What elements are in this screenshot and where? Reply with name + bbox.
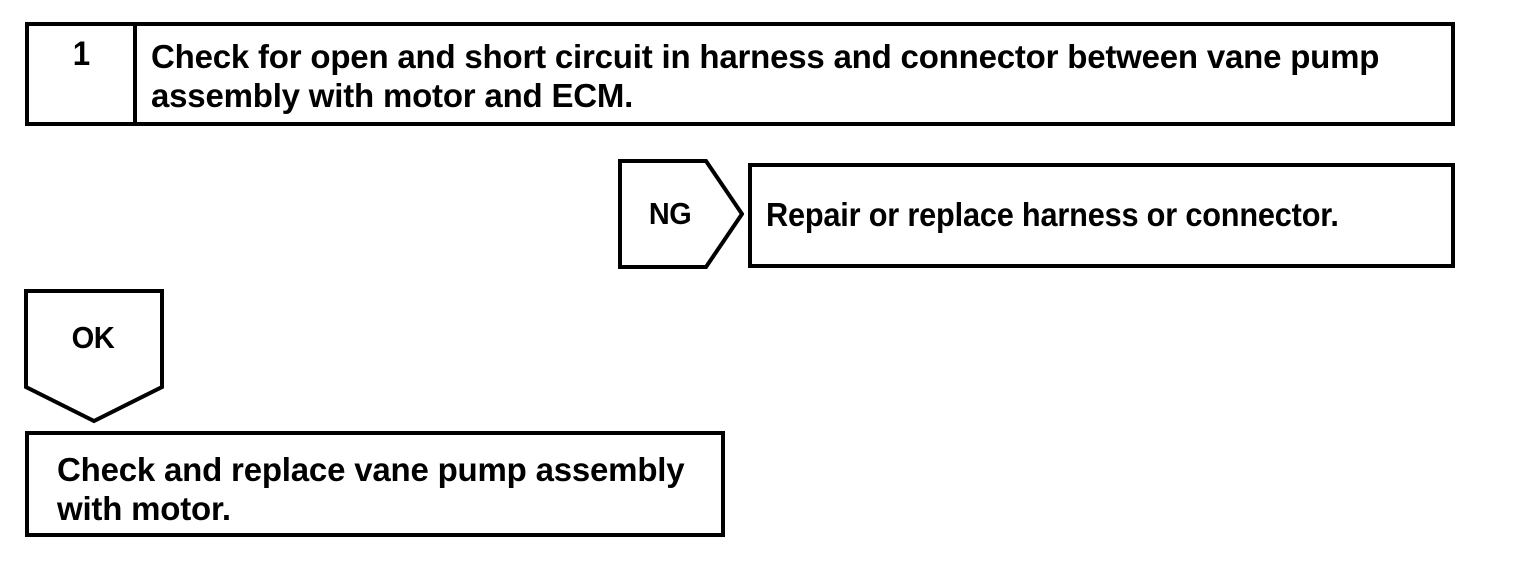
repair-outcome-box: Repair or replace harness or connector. [748, 163, 1455, 268]
step-1-instruction-cell: Check for open and short circuit in harn… [137, 26, 1451, 122]
step-1-number: 1 [72, 35, 90, 73]
final-action-box: Check and replace vane pump assembly wit… [25, 431, 725, 537]
ok-arrow: OK [23, 288, 165, 424]
step-1-instruction: Check for open and short circuit in harn… [151, 38, 1380, 114]
step-1-box: 1 Check for open and short circuit in ha… [25, 22, 1455, 126]
ng-arrow-shape [618, 159, 744, 269]
repair-outcome-text: Repair or replace harness or connector. [766, 196, 1339, 234]
ok-arrow-shape [24, 289, 164, 424]
ng-label: NG [648, 196, 692, 231]
ok-label: OK [71, 320, 115, 355]
ng-arrow: NG [618, 159, 744, 269]
final-action-text: Check and replace vane pump assembly wit… [57, 451, 685, 527]
step-1-number-cell: 1 [29, 26, 137, 122]
